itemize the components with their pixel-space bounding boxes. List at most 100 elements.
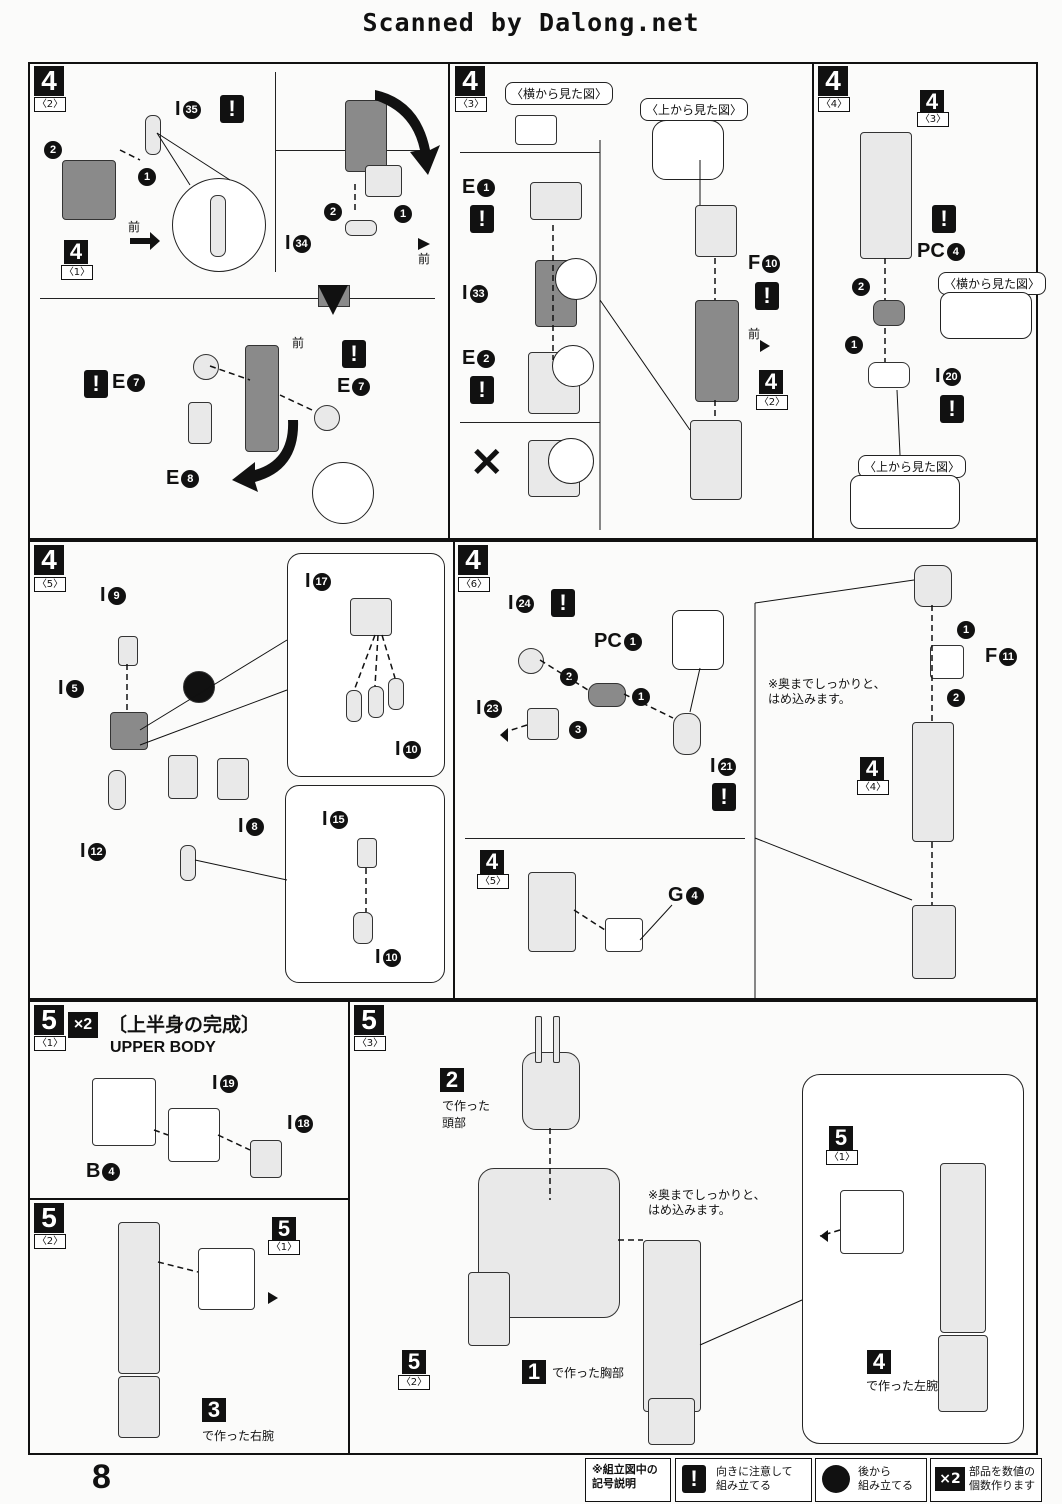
panel-row-3	[28, 1000, 1038, 1455]
hand-frame-i5	[110, 712, 148, 750]
top-view-detail	[652, 120, 724, 180]
made-chest-label: で作った胸部	[552, 1366, 625, 1380]
thumb-part	[180, 845, 196, 881]
front-label-2: 前	[418, 252, 431, 266]
order-2: 2	[42, 138, 62, 161]
hand-assembled	[912, 905, 956, 979]
page-number: 8	[92, 1458, 111, 1496]
forearm-lower	[690, 420, 742, 500]
cap-part-e1	[530, 182, 582, 220]
step-number: 4	[458, 545, 488, 575]
thumb-tip-i10	[353, 912, 373, 944]
inset-fingers	[287, 553, 445, 777]
antenna-left	[535, 1016, 542, 1063]
detail-circle-e1	[555, 258, 597, 300]
legend-title: ※組立図中の 記号説明	[585, 1458, 671, 1502]
substep-label: 〈4〉	[818, 97, 850, 112]
reference-substep: 〈3〉	[917, 112, 949, 127]
part-i12	[108, 770, 126, 810]
panel-row-2	[28, 540, 1038, 1000]
orientation-warning-icon: !	[682, 1465, 706, 1493]
arm-joint-part	[62, 160, 116, 220]
fingers-assembly	[168, 755, 198, 799]
substep-label: 〈5〉	[34, 577, 66, 592]
thumb-base-i15	[357, 838, 377, 868]
made-head-label: で作った 頭部	[442, 1099, 491, 1130]
step-number: 4	[455, 66, 485, 96]
disc-part-i24	[518, 648, 544, 674]
pin-detail	[210, 195, 226, 257]
order-2: 2	[850, 275, 870, 298]
front-label: 前	[748, 327, 761, 341]
finger-2	[368, 686, 384, 718]
side-view-detail	[940, 292, 1032, 339]
forearm-shell-f10	[695, 205, 737, 257]
polycap-pc4	[873, 300, 905, 326]
times-two-icon: ×2	[935, 1467, 965, 1491]
reference-step: 4	[759, 370, 783, 394]
wrist-joint	[914, 565, 952, 607]
orientation-warning-icon: !	[220, 95, 244, 123]
left-arm-assembly	[940, 1163, 986, 1333]
reference-step: 4	[860, 757, 884, 781]
part-i9	[118, 636, 138, 666]
inset-step: 5	[829, 1126, 853, 1150]
substep-label: 〈6〉	[458, 577, 490, 592]
top-view-caption: 〈上から見た図〉	[858, 455, 967, 478]
top-view-detail	[850, 475, 960, 529]
joint-i18	[250, 1140, 282, 1178]
title-jp: 〔上半身の完成〕	[108, 1015, 261, 1036]
reference-substep: 〈1〉	[268, 1240, 300, 1255]
substep-label: 〈1〉	[34, 1036, 66, 1051]
reference-step: 5	[402, 1350, 426, 1374]
ring-part-i20	[868, 362, 910, 388]
made-step-ref: 3	[202, 1398, 226, 1422]
legend-warning: ! 向きに注意して 組み立てる	[675, 1458, 812, 1502]
right-arm-assembly	[118, 1222, 160, 1374]
reference-step: 4	[920, 90, 944, 114]
wrong-mark: ✕	[470, 441, 504, 485]
order-2: 2	[558, 665, 578, 688]
orientation-warning-icon: !	[932, 205, 956, 233]
finger-3	[388, 678, 404, 710]
made-right-arm-label: で作った右腕	[202, 1429, 275, 1443]
step-number: 4	[34, 545, 64, 575]
side-view-part	[515, 115, 557, 145]
front-label: 前	[128, 220, 141, 234]
cover-f11	[930, 645, 964, 679]
legend-times: ×2 部品を数値の 個数作ります	[930, 1458, 1042, 1502]
elbow-part	[365, 165, 402, 197]
order-2b: 2	[945, 686, 965, 709]
later-assembly-icon	[822, 1465, 850, 1493]
orientation-warning-icon: !	[940, 395, 964, 423]
substep-label: 〈3〉	[354, 1036, 386, 1051]
inset-thumb	[285, 785, 445, 983]
hand-cover-g4	[605, 918, 643, 952]
wrong-detail-circle	[548, 438, 594, 484]
substep-label: 〈2〉	[34, 1234, 66, 1249]
bracket-e8	[188, 402, 212, 444]
right-arm-attached	[643, 1240, 701, 1412]
order-1: 1	[843, 333, 863, 356]
upper-arm-part	[345, 100, 387, 172]
bracket-i23	[527, 708, 559, 740]
reference-step: 5	[272, 1217, 296, 1241]
forearm-assembly	[860, 132, 912, 259]
hand-right	[118, 1376, 160, 1438]
chest-step-ref: 1	[522, 1360, 546, 1384]
order-1b: 1	[392, 202, 412, 225]
